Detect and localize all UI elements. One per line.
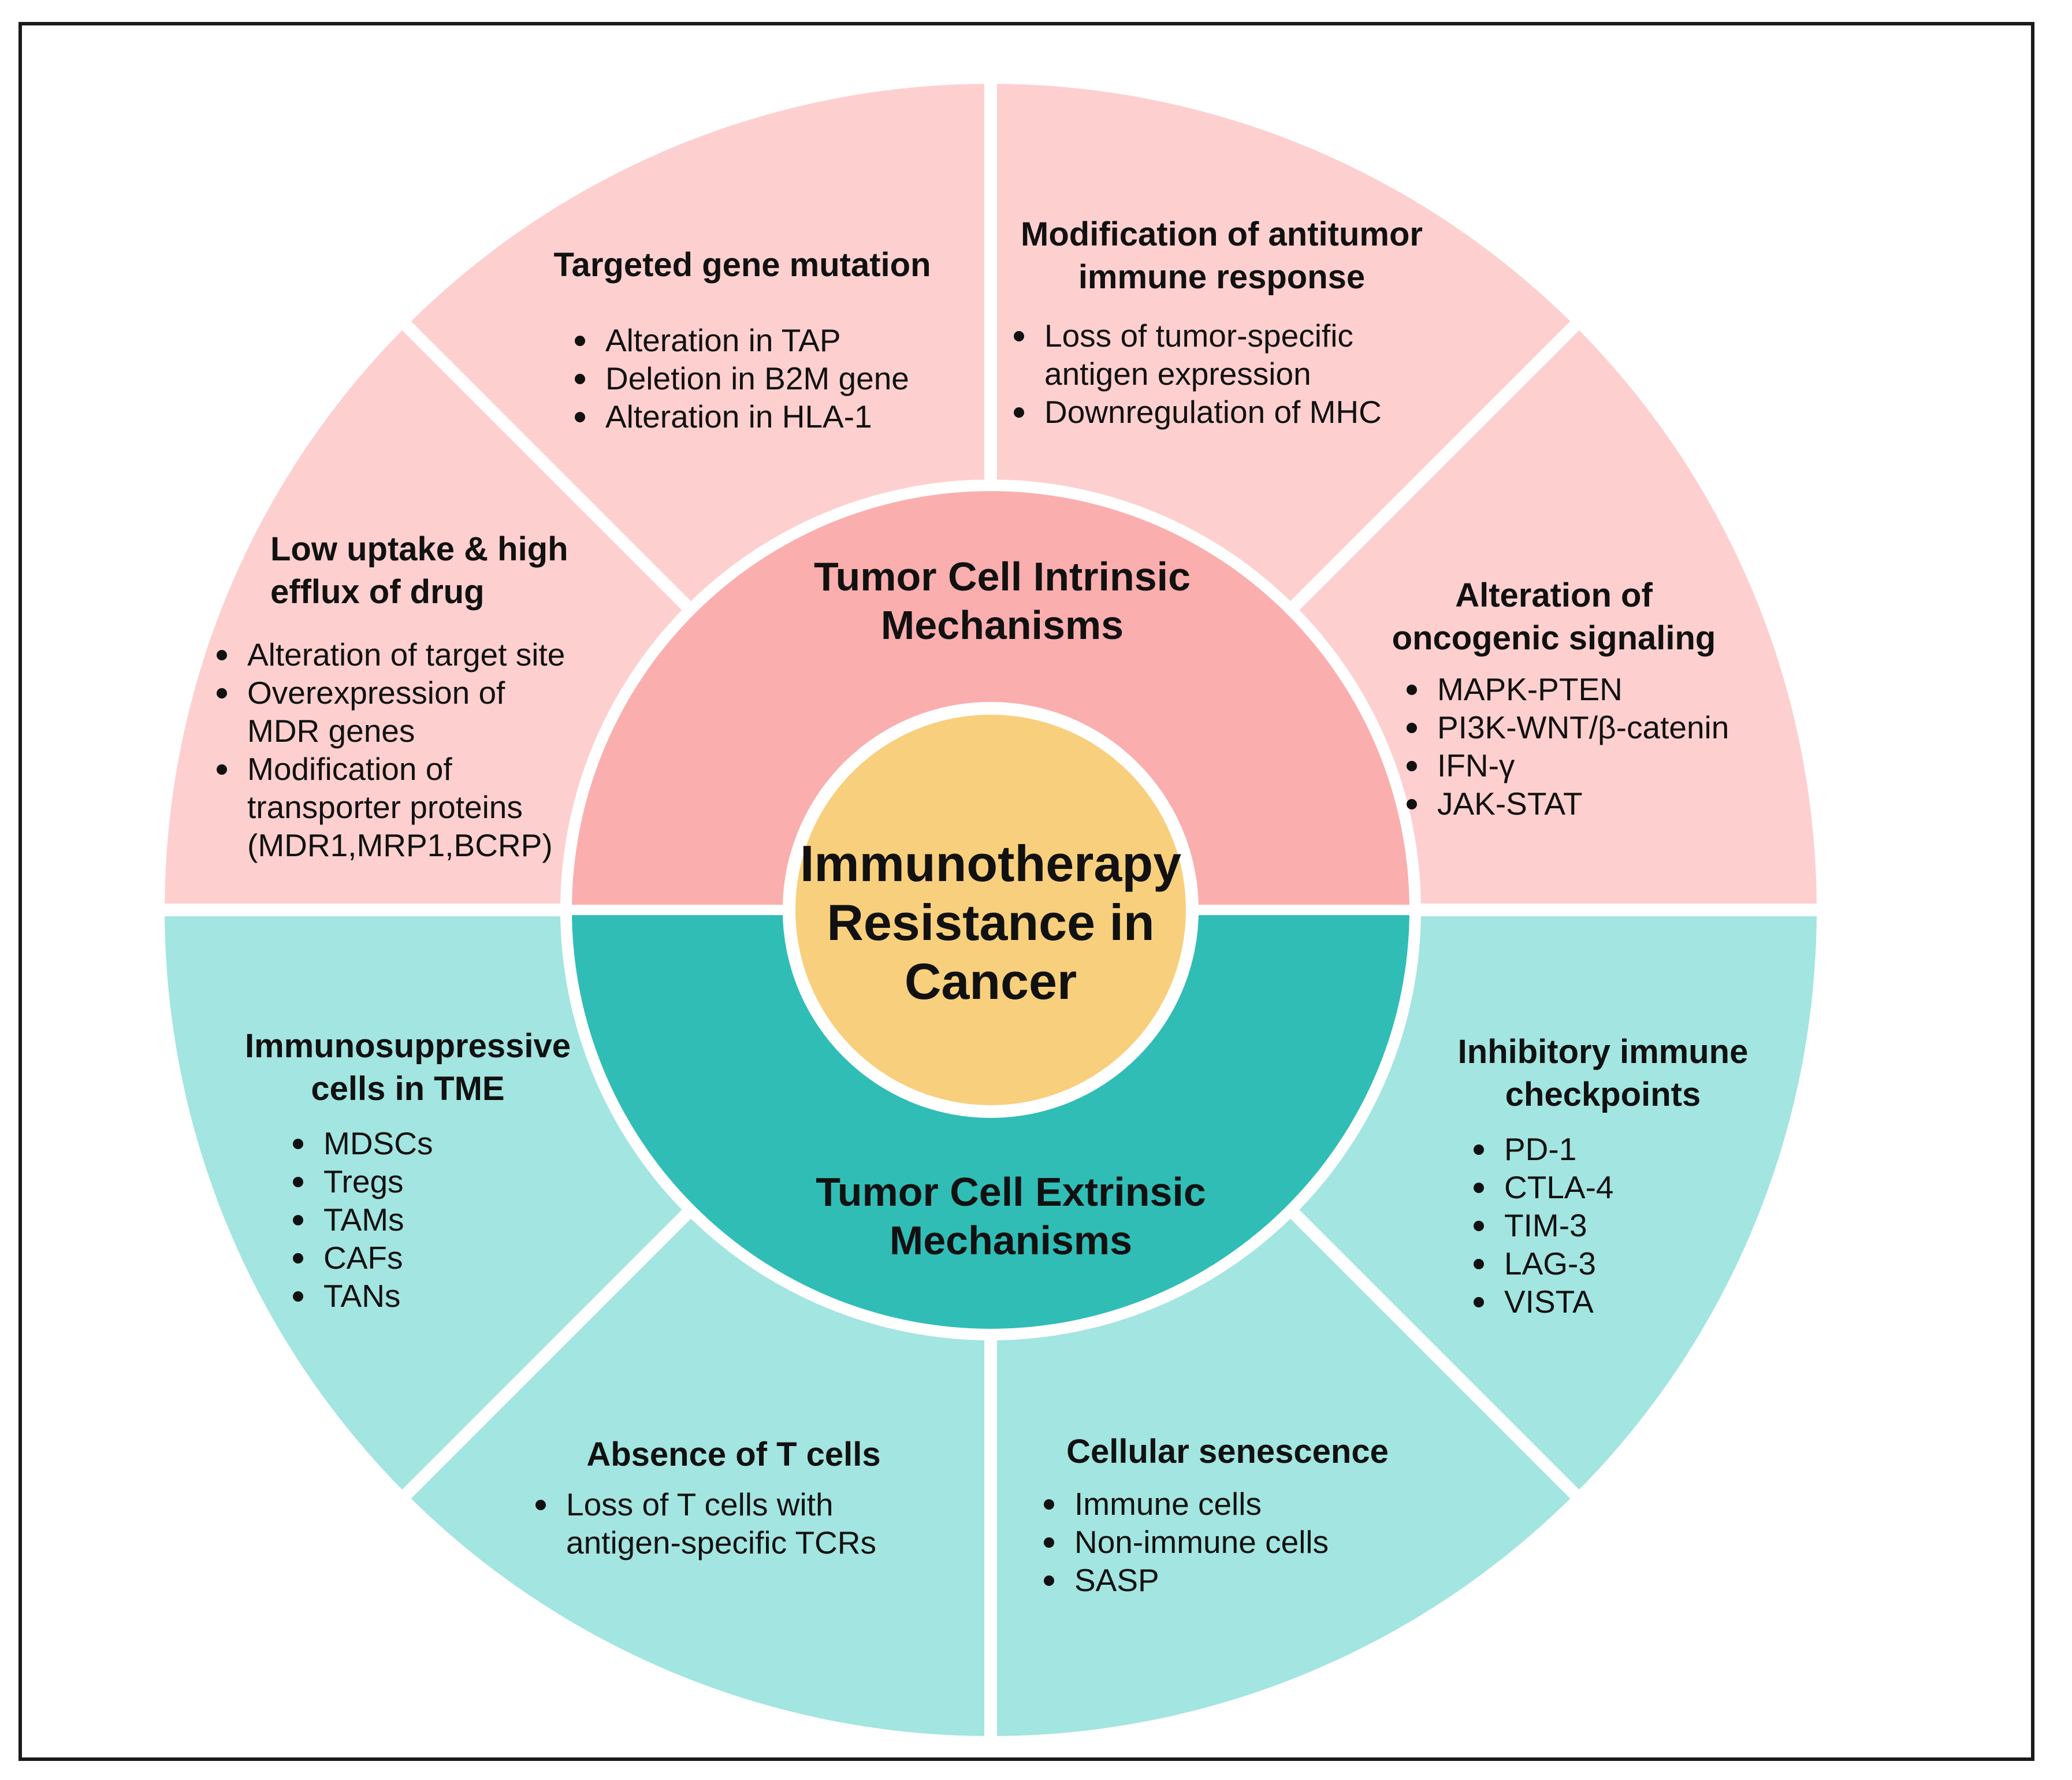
bullet-dot [1407,685,1417,695]
center-circle [795,715,1186,1105]
bullet-dot [575,412,585,422]
bullet-dot [293,1215,303,1225]
bullet-item: MDSCs [323,1125,433,1161]
bullet-item: MAPK-PTEN [1437,671,1623,707]
bullet-item: Deletion in B2M gene [605,361,909,396]
bullet-dot [293,1139,303,1149]
center-hub [783,702,1199,1118]
bullet-item: SASP [1074,1562,1159,1598]
bullet-item: PI3K-WNT/β-catenin [1437,709,1729,745]
segment-antitumor-response [991,84,1575,630]
bullet-dot [1014,407,1024,418]
bullet-item: LAG-3 [1504,1246,1596,1281]
bullet-dot [1407,723,1417,733]
bullet-item: CTLA-4 [1504,1169,1614,1205]
bullet-dot [293,1253,303,1264]
segment-targeted-gene-mutation [406,84,991,630]
bullet-item: TIM-3 [1504,1207,1587,1243]
segment-title: Absence of T cells [586,1436,880,1473]
bullet-dot [1407,799,1417,809]
bullet-item: CAFs [323,1240,403,1276]
bullet-dot [1474,1183,1484,1193]
bullet-item: Alteration of target site [247,637,565,672]
bullet-item: VISTA [1504,1284,1594,1320]
bullet-item: PD-1 [1504,1131,1576,1167]
bullet-dot [1474,1297,1484,1307]
bullet-dot [1014,331,1024,341]
bullet-item: IFN-γ [1437,748,1515,783]
segment-divider [1258,1177,1588,1507]
segment-low-uptake [165,325,711,910]
segment-divider [393,313,724,643]
segment-absence-t-cells [406,1190,991,1736]
segment-divider [393,1177,724,1507]
outer-segments [153,72,1828,1748]
segment-title: Targeted gene mutation [553,246,931,284]
extrinsic-ring [572,910,1409,1329]
bullet-item: Non-immune cells [1074,1524,1329,1560]
bullet-dot [575,374,585,384]
bullet-dot [293,1177,303,1187]
bullet-dot [217,764,227,775]
segment-divider [1258,313,1588,643]
bullet-dot [575,336,585,346]
bullet-item: TAMs [323,1202,404,1238]
bullet-dot [1474,1144,1484,1155]
bullet-dot [1044,1537,1054,1548]
bullet-dot [217,650,227,660]
bullet-item: Alteration in HLA-1 [605,399,872,434]
bullet-dot [1407,761,1417,771]
bullet-dot [1474,1221,1484,1231]
bullet-dot [1044,1575,1054,1586]
bullet-dot [535,1500,546,1510]
bullet-item: Immune cells [1074,1486,1262,1522]
bullet-item: Downregulation of MHC [1044,394,1382,430]
bullet-dot [1044,1499,1054,1510]
bullet-dot [293,1291,303,1302]
intrinsic-ring [572,491,1409,910]
segment-oncogenic-signaling [1270,325,1817,910]
segment-immunosuppressive-cells [165,910,711,1495]
bullet-item: TANs [323,1278,400,1314]
bullet-dot [217,688,227,698]
bullet-item: Tregs [323,1164,404,1199]
bullet-dot [1474,1259,1484,1269]
segment-inhibitory-checkpoints [1270,910,1817,1495]
segment-cellular-senescence [991,1190,1575,1736]
bullet-item: Alteration in TAP [605,322,841,358]
segment-title: Cellular senescence [1066,1433,1389,1470]
bullet-item: JAK-STAT [1437,786,1583,822]
